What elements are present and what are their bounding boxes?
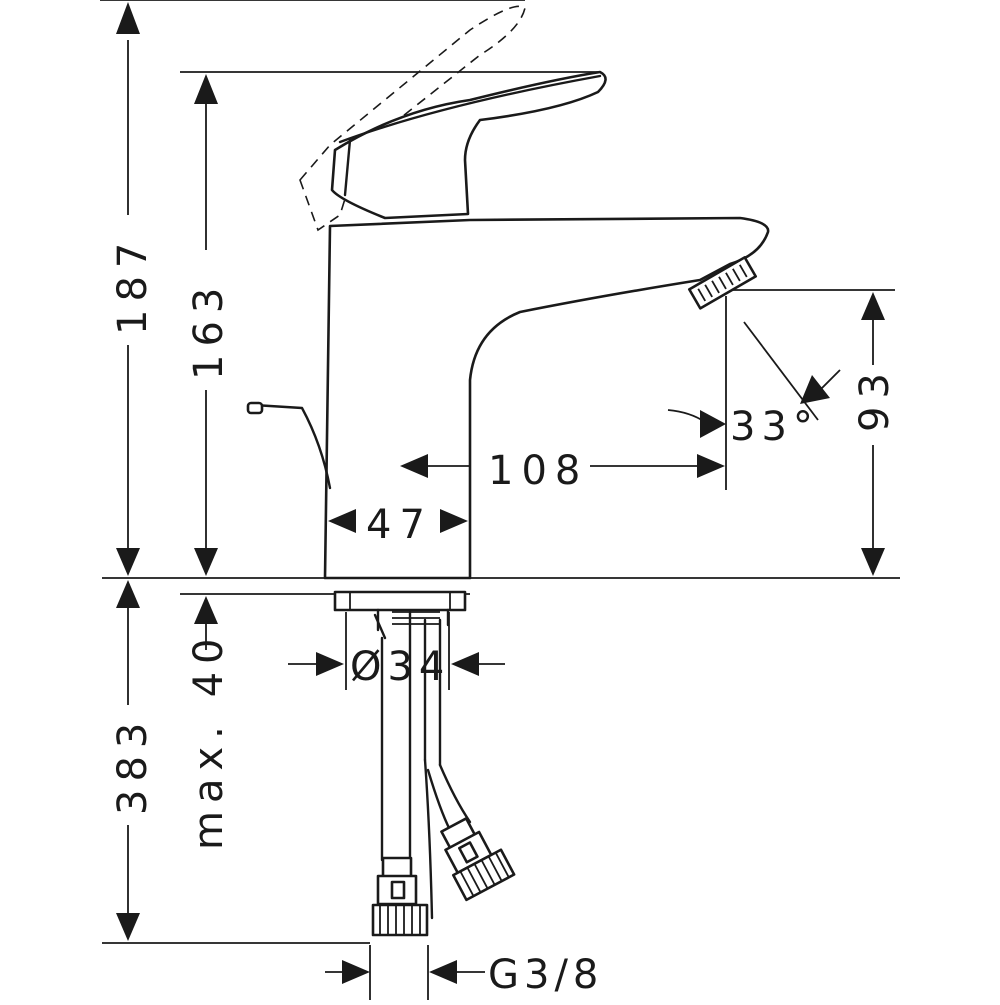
faucet-body: [246, 5, 770, 937]
dimension-labels: 187 163 383 max. 40 93 33° 108 47 Ø34 G3…: [110, 235, 898, 998]
angle-33-ray: [743, 321, 819, 421]
threaded-shank: [373, 608, 450, 640]
dim-108-arrow-left: [400, 454, 428, 478]
aerator: [687, 256, 758, 310]
dim-187-arrow-bottom: [116, 548, 140, 576]
lever-highlight: [338, 74, 602, 144]
dim-187-label: 187: [110, 235, 156, 335]
dim-47-arrow-left: [328, 509, 356, 533]
base-flange: [333, 590, 467, 612]
dimension-lines: [116, 2, 885, 984]
dim-thread-arrow-left: [342, 960, 370, 984]
dim-383-label: 383: [110, 715, 156, 815]
dim-163-arrow-top: [194, 74, 218, 104]
lever-open-position: [299, 5, 526, 232]
dim-34-arrow-right: [451, 652, 479, 676]
dim-34-arrow-left: [316, 652, 344, 676]
dim-thread-arrow-right: [429, 960, 457, 984]
hose-connector-right: [440, 817, 516, 902]
dim-383-arrow-bottom: [116, 913, 140, 941]
dim-max40-arrow: [194, 596, 218, 624]
dim-93-arrow-top: [861, 292, 885, 320]
dim-108-label: 108: [488, 448, 588, 494]
angle-33-arrow-right: [800, 375, 830, 404]
angle-33-left-leader: [667, 409, 706, 423]
dim-163-arrow-bottom: [194, 548, 218, 576]
dim-93-arrow-bottom: [861, 548, 885, 576]
hose-connector-left: [371, 856, 429, 937]
dim-max40-label: max. 40: [186, 631, 232, 850]
faucet-body-outline: [323, 216, 770, 580]
dim-47-label: 47: [366, 502, 433, 548]
dim-93-label: 93: [852, 365, 898, 432]
dim-47-arrow-right: [440, 509, 468, 533]
popup-rod-knob: [246, 401, 264, 415]
dim-34-label: Ø34: [350, 644, 450, 690]
dim-383-arrow-top: [116, 580, 140, 608]
lever-edge: [343, 138, 352, 197]
thread-label: G3/8: [488, 952, 603, 998]
angle-33-label: 33°: [730, 404, 819, 450]
lever-handle: [330, 70, 607, 220]
dim-163-label: 163: [186, 280, 232, 380]
dim-187-arrow-top: [116, 2, 140, 34]
extension-lines: [100, 0, 900, 1000]
popup-rod: [252, 403, 332, 490]
angle-33-arrow-left: [700, 410, 726, 438]
dim-108-arrow-right: [697, 454, 725, 478]
